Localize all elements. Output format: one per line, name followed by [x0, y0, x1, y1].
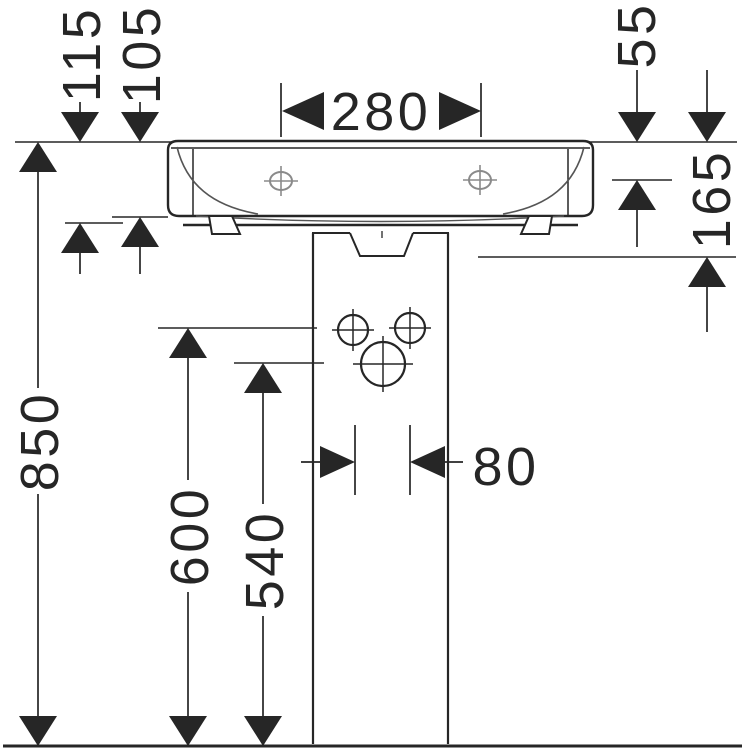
arrow-80-right-icon — [320, 446, 355, 478]
dim-label-115: 115 — [52, 6, 112, 103]
mounting-lug-right — [519, 215, 554, 235]
basin-underside — [183, 215, 578, 235]
dim-label-80: 80 — [472, 437, 539, 497]
arrow-540-up-icon — [244, 363, 282, 393]
arrow-540-down-icon — [244, 716, 282, 746]
dim-label-600: 600 — [160, 486, 220, 587]
basin-fixing-holes — [264, 165, 497, 196]
bowl-curve-right — [502, 146, 585, 215]
arrow-280-right-icon — [439, 92, 481, 130]
arrow-165-up-icon — [688, 257, 726, 287]
arrow-600-up-icon — [169, 328, 207, 358]
dimension-lines — [37, 70, 708, 718]
bowl-underside-arc — [195, 215, 565, 223]
arrow-55-up-icon — [618, 180, 656, 210]
dim-label-280: 280 — [331, 82, 432, 142]
dim-label-105: 105 — [112, 4, 172, 105]
arrow-105-up-icon — [121, 217, 159, 247]
mounting-lug-left — [207, 215, 242, 235]
dim-label-540: 540 — [235, 510, 295, 611]
bowl-curves — [176, 146, 585, 223]
arrow-600-down-icon — [169, 716, 207, 746]
dim-label-850: 850 — [10, 391, 70, 492]
arrow-105-down-icon — [121, 112, 159, 142]
reference-lines — [3, 141, 742, 748]
dim-label-165: 165 — [682, 149, 742, 250]
arrow-165-down-icon — [688, 112, 726, 142]
pedestal-holes — [332, 307, 431, 392]
arrow-115-up-icon — [61, 223, 99, 253]
basin-outline — [166, 139, 595, 218]
drain-recess — [349, 232, 414, 257]
dim-label-55: 55 — [607, 1, 667, 68]
dimension-labels: 115 105 55 165 850 600 540 280 80 — [10, 1, 742, 610]
dimension-arrows — [19, 92, 726, 746]
arrow-55-down-icon — [618, 112, 656, 142]
washbasin-body — [166, 139, 595, 218]
arrow-850-up-icon — [19, 142, 57, 172]
pedestal — [311, 231, 450, 744]
bowl-curve-left — [176, 146, 259, 215]
arrow-80-left-icon — [410, 446, 445, 478]
arrow-850-down-icon — [19, 716, 57, 746]
arrow-115-down-icon — [61, 112, 99, 142]
arrow-280-left-icon — [282, 92, 324, 130]
